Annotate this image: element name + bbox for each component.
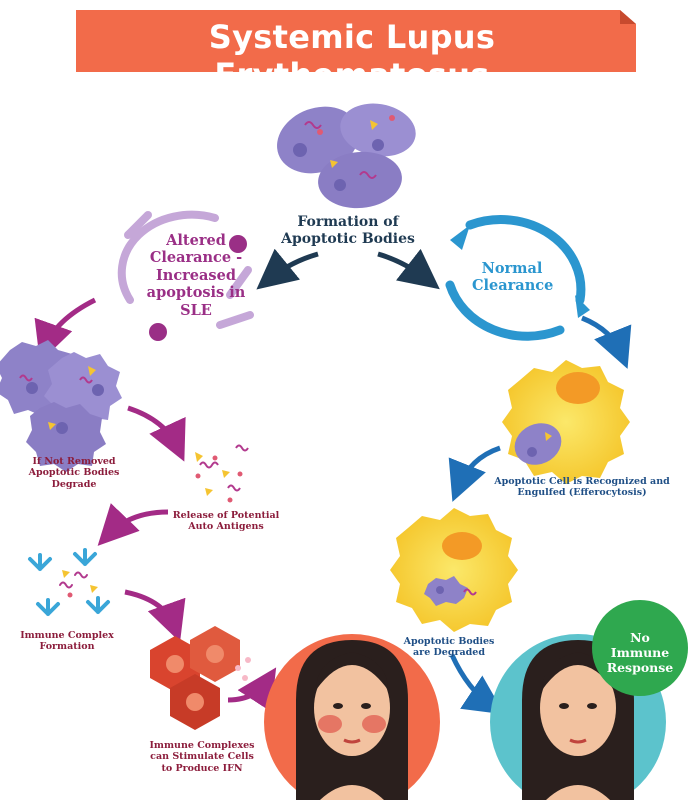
step-degraded-label: Apoptotic Bodies are Degraded bbox=[403, 636, 495, 659]
step-release-label: Release of Potential Auto Antigens bbox=[172, 510, 280, 533]
step-engulfed-label: Apoptotic Cell is Recognized and Engulfe… bbox=[494, 476, 670, 499]
sle-patient-portrait bbox=[264, 634, 440, 800]
left-cycle-arrows bbox=[117, 210, 254, 341]
step-immune-complex-label: Immune Complex Formation bbox=[20, 630, 114, 653]
auto-antigens bbox=[195, 444, 249, 503]
badge-label: No Immune Response bbox=[606, 630, 674, 675]
immune-complexes bbox=[28, 548, 110, 616]
right-cycle-arrows bbox=[445, 215, 590, 341]
phagocyte-engulfing bbox=[502, 360, 630, 484]
step-ifn-label: Immune Complexes can Stimulate Cells to … bbox=[149, 740, 255, 774]
altered-clearance-label: Altered Clearance - Increased apoptosis … bbox=[146, 232, 246, 319]
formation-label: Formation of Apoptotic Bodies bbox=[281, 214, 415, 247]
title-banner bbox=[76, 10, 636, 72]
ifn-producing-cells bbox=[150, 626, 251, 730]
normal-clearance-label: Normal Clearance bbox=[472, 260, 554, 295]
degrading-bodies bbox=[0, 340, 122, 472]
page-title: Systemic Lupus Erythematosus bbox=[208, 18, 496, 94]
no-immune-response-badge bbox=[592, 600, 688, 696]
step-degrade-label: If Not Removed Apoptotic Bodies Degrade bbox=[28, 456, 120, 490]
apoptotic-bodies-cluster bbox=[277, 103, 416, 209]
phagocyte-degrading bbox=[390, 508, 518, 632]
